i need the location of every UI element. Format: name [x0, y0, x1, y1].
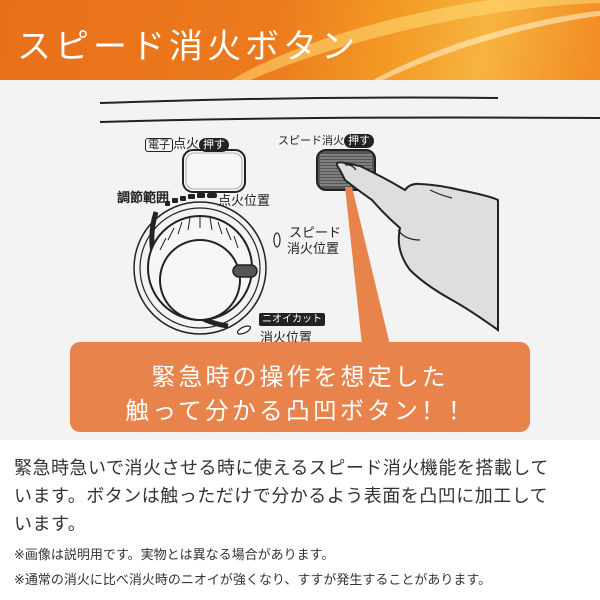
odor-cut-label: ニオイカット — [259, 312, 325, 326]
callout-line-1: 緊急時の操作を想定した — [151, 363, 449, 391]
speed-button-label: スピード消火押す — [278, 132, 374, 148]
description-line-3: います。 — [14, 514, 87, 535]
note-1: ※画像は説明用です。実物とは異なる場合があります。 — [14, 548, 335, 563]
speed-position-label-1: スピード — [289, 226, 342, 241]
section-title: スピード消火ボタン — [17, 27, 359, 67]
ignition-button-label: 電子点火押す — [145, 133, 230, 152]
description-line-2: います。ボタンは触っただけで分かるよう表面を凸凹に加工して — [14, 486, 549, 507]
description-line-1: 緊急時急いで消火させる時に使えるスピード消火機能を搭載して — [14, 458, 549, 479]
callout-banner: 緊急時の操作を想定した 触って分かる凸凹ボタン！！ — [70, 342, 530, 432]
push-badge: 押す — [199, 138, 230, 152]
electronic-tag: 電子 — [145, 138, 173, 152]
description-text: 緊急時急いで消火させる時に使えるスピード消火機能を搭載して います。ボタンは触っ… — [14, 455, 594, 539]
adjust-range-label: 調節範囲 — [117, 191, 170, 206]
note-2: ※通常の消火に比べ消火時のニオイが強くなり、すすが発生することがあります。 — [14, 573, 492, 588]
section-header-banner: スピード消火ボタン — [0, 0, 600, 80]
callout-line-2: 触って分かる凸凹ボタン！！ — [125, 397, 475, 425]
push-badge: 押す — [344, 134, 374, 148]
speed-position-label-2: 消火位置 — [287, 242, 340, 257]
control-panel-drawing — [99, 96, 600, 345]
ignite-position-label: 点火位置 — [218, 194, 271, 209]
